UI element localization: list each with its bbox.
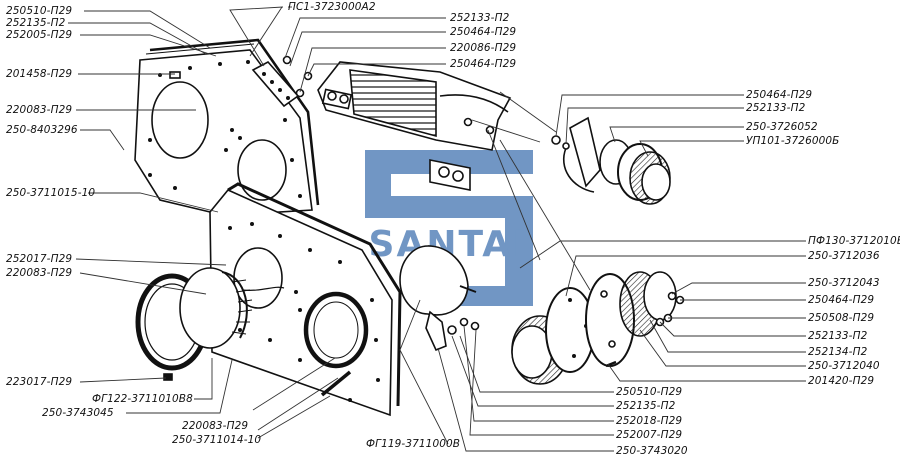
label-part: ФГ119-3711000В	[366, 438, 461, 450]
label-part: 201458-П29	[6, 68, 73, 80]
label-part: 250510-П29	[6, 5, 73, 17]
label-part: 220083-П29	[6, 267, 73, 279]
label-part: 250510-П29	[616, 386, 683, 398]
label-part: УП101-3726000Б	[746, 135, 840, 147]
label-part: 223017-П29	[6, 376, 73, 388]
lamp-socket-top	[551, 116, 671, 205]
label-part: 252017-П29	[6, 253, 73, 265]
meter-housing	[399, 245, 480, 352]
label-part: 252133-П2	[450, 12, 510, 24]
label-part: 250508-П29	[808, 312, 875, 324]
label-part: 250464-П29	[808, 294, 875, 306]
label-part: ПС1-3723000А2	[288, 1, 376, 13]
label-part: 250-3712036	[808, 250, 880, 262]
label-part: 220083-П29	[6, 104, 73, 116]
label-part: 252005-П29	[6, 29, 73, 41]
label-part: 250-3726052	[746, 121, 818, 133]
label-part: 250-3743020	[616, 445, 688, 457]
label-part: 250464-П29	[450, 58, 517, 70]
label-part: 252133-П2	[746, 102, 806, 114]
label-part: 250-3743045	[42, 407, 114, 419]
back-panel	[134, 38, 320, 216]
label-part: 250-8403296	[6, 124, 78, 136]
label-part: 252007-П29	[616, 429, 683, 441]
gauge-assembly-right	[511, 271, 685, 385]
leader-lines	[68, 6, 806, 452]
label-part: 220086-П29	[450, 42, 517, 54]
left-gauge-assembly	[135, 267, 285, 381]
label-part: 252018-П29	[616, 415, 683, 427]
label-part: 250-3712043	[808, 277, 880, 289]
label-part: 250-3712040	[808, 360, 880, 372]
label-part: 250-3711015-10	[6, 187, 96, 199]
label-part: 252135-П2	[6, 17, 66, 29]
label-part: 252134-П2	[808, 346, 868, 358]
label-part: ФГ122-3711010В8	[92, 393, 193, 405]
label-part: 250464-П29	[450, 26, 517, 38]
label-part: 250464-П29	[746, 89, 813, 101]
label-part: 220083-П29	[182, 420, 249, 432]
grille-housing	[317, 61, 512, 191]
label-part: ПФ130-3712010Б	[808, 235, 900, 247]
label-part: 250-3711014-10	[172, 434, 262, 446]
label-part: 252135-П2	[616, 400, 676, 412]
label-part: 201420-П29	[808, 375, 875, 387]
connector-bar	[251, 55, 313, 108]
label-part: 252133-П2	[808, 330, 868, 342]
front-panel	[209, 182, 402, 417]
